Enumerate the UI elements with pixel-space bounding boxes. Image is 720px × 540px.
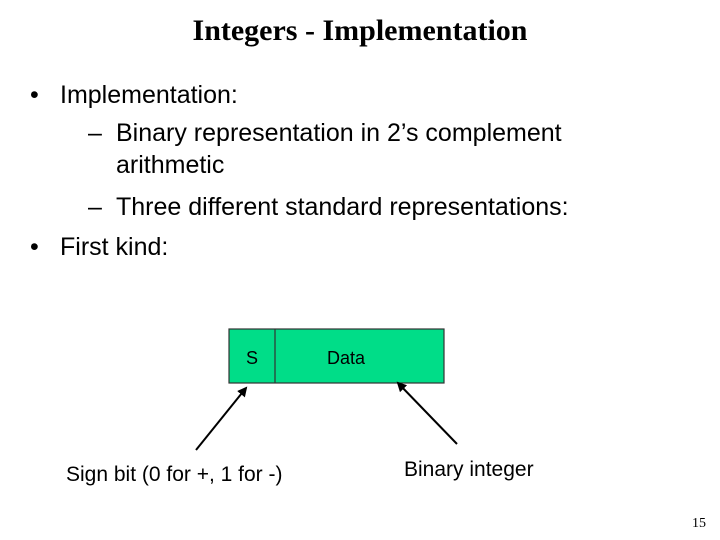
page-number: 15 [692, 516, 706, 531]
sub-bullet-continuation: arithmetic [116, 151, 225, 179]
sign-bit-caption: Sign bit (0 for +, 1 for -) [66, 463, 283, 486]
sign-magnitude-field-box [228, 328, 445, 384]
bullet-list: • Implementation: – Binary representatio… [30, 81, 569, 261]
sub-bullet-three-representations: Three different standard representations… [116, 193, 569, 221]
sub-bullet-dash: – [88, 193, 102, 221]
sub-bullet-dash: – [88, 119, 102, 147]
bullet-first-kind: First kind: [60, 233, 169, 261]
bullet-dot: • [30, 81, 39, 109]
sign-field-label: S [246, 348, 258, 368]
sign-bit-arrow [195, 386, 248, 451]
bullet-implementation: Implementation: [60, 81, 238, 109]
data-field-label: Data [327, 348, 366, 368]
slide-title: Integers - Implementation [192, 14, 528, 47]
bullet-dot: • [30, 233, 39, 261]
binary-integer-caption: Binary integer [404, 458, 534, 481]
data-field-arrow [396, 381, 458, 445]
sub-bullet-binary-representation: Binary representation in 2’s complement [116, 119, 562, 147]
